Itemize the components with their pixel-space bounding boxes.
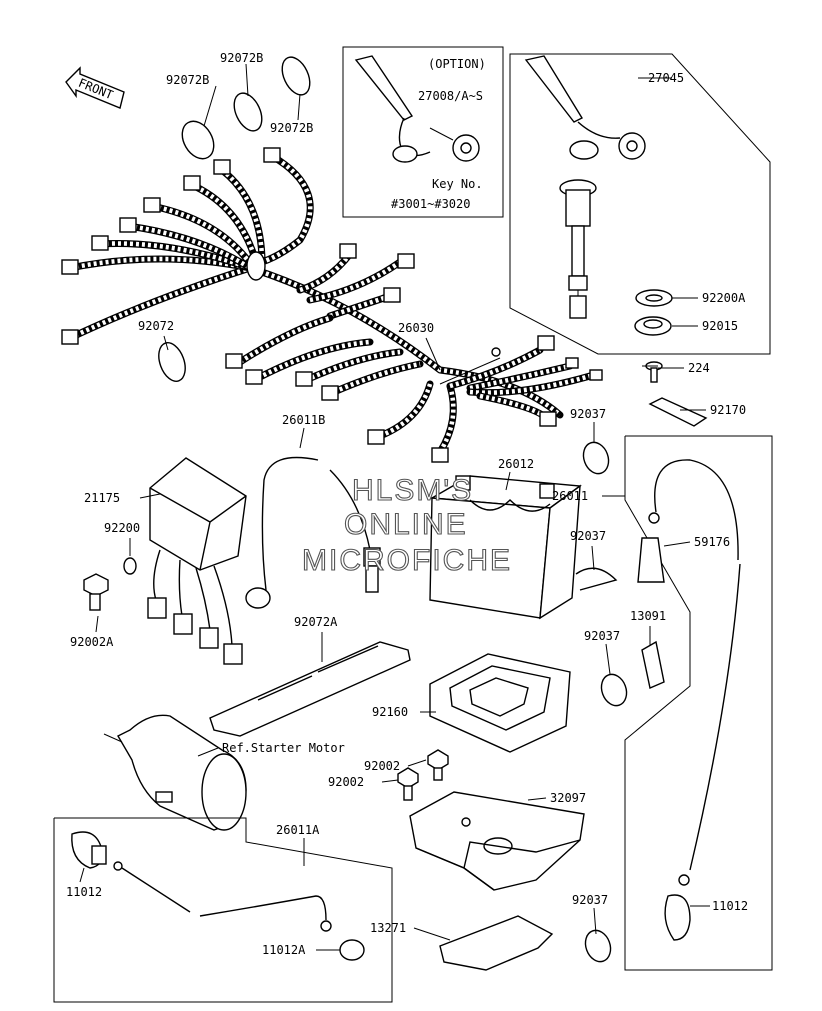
terminal-cover-59176-icon: [637, 537, 665, 583]
label-92002-1: 92002: [364, 759, 400, 773]
front-arrow-icon: FRONT: [65, 66, 125, 109]
label-26011A: 26011A: [276, 823, 320, 837]
label-92002A: 92002A: [70, 635, 114, 649]
band-92037-icon-c: [600, 673, 628, 707]
label-27045: 27045: [648, 71, 684, 85]
battery-cable-icon: [648, 459, 741, 886]
band-92037-icon-d: [584, 929, 612, 963]
battery-tray-icon: [429, 653, 571, 753]
label-92200: 92200: [104, 521, 140, 535]
bolt-92002-icon-b: [397, 767, 419, 801]
label-26011: 26011: [552, 489, 588, 503]
watermark-line-2: ONLINE: [344, 508, 468, 541]
watermark-line-1: HLSM'S: [352, 474, 473, 507]
collar-icon: [123, 557, 137, 575]
label-59176: 59176: [694, 535, 730, 549]
band-92037-icon-b: [575, 567, 618, 591]
label-92002-2: 92002: [328, 775, 364, 789]
label-11012-2: 11012: [712, 899, 748, 913]
label-92072: 92072: [138, 319, 174, 333]
ignition-switch-icon: [559, 179, 597, 319]
label-92200A: 92200A: [702, 291, 746, 305]
part-labels: 92072B 92072B 92072B 27045 92072 26030 9…: [66, 51, 748, 957]
nut-icon: [634, 316, 672, 336]
bracket-92170-icon: [648, 397, 708, 427]
cdi-unit-icon: [147, 457, 247, 665]
label-92170: 92170: [710, 403, 746, 417]
plate-13271-icon: [439, 915, 554, 971]
main-harness: [61, 147, 603, 463]
ignition-group-box: [509, 53, 771, 355]
screw-224-icon: [645, 361, 663, 383]
key-icon: [354, 55, 480, 163]
band-92072-icon: [158, 342, 186, 382]
label-92072B-1: 92072B: [220, 51, 263, 65]
label-26012: 26012: [498, 457, 534, 471]
bolt-92002-icon-a: [427, 749, 449, 781]
washer-icon: [635, 289, 673, 307]
cover-32097-icon: [409, 791, 585, 891]
label-92037-1: 92037: [570, 407, 606, 421]
option-box: (OPTION) 27008/A~S Key No. #3001~#3020: [342, 46, 504, 218]
option-part-number: 27008/A~S: [418, 89, 483, 103]
label-21175: 21175: [84, 491, 120, 505]
watermark: HLSM'S ONLINE MICROFICHE: [301, 473, 512, 577]
watermark-line-3: MICROFICHE: [302, 544, 512, 577]
cap-11012-icon-b: [664, 894, 691, 941]
label-26011B: 26011B: [282, 413, 325, 427]
label-26030: 26030: [398, 321, 434, 335]
bolt-92002A-icon: [83, 573, 109, 611]
label-224: 224: [688, 361, 710, 375]
starter-cable-icon: [71, 831, 365, 961]
starter-motor-icon: [103, 714, 247, 831]
band-92037-icon-a: [582, 441, 610, 475]
label-92072B-2: 92072B: [166, 73, 209, 87]
ignition-key-icon: [524, 55, 646, 160]
label-92037-3: 92037: [584, 629, 620, 643]
label-92037-2: 92037: [570, 529, 606, 543]
starter-cable-box: [53, 817, 393, 1003]
label-32097: 32097: [550, 791, 586, 805]
label-11012-1: 11012: [66, 885, 102, 899]
key-number-range: #3001~#3020: [391, 197, 470, 211]
label-13091: 13091: [630, 609, 666, 623]
label-13271: 13271: [370, 921, 406, 935]
strap-92072A-icon: [209, 641, 411, 737]
label-ref-starter-motor: Ref.Starter Motor: [222, 741, 345, 755]
label-92072A: 92072A: [294, 615, 338, 629]
label-92160: 92160: [372, 705, 408, 719]
label-92072B-3: 92072B: [270, 121, 313, 135]
battery-icon: [429, 475, 582, 620]
label-11012A: 11012A: [262, 943, 306, 957]
label-92037-4: 92037: [572, 893, 608, 907]
cable-group-box: [624, 435, 773, 971]
label-92015: 92015: [702, 319, 738, 333]
clamp-13091-icon: [641, 640, 665, 689]
leader-lines: [79, 63, 710, 951]
key-number-label: Key No.: [432, 177, 483, 191]
cable-26011B-icon: [245, 456, 381, 609]
option-title: (OPTION): [428, 57, 486, 71]
band-92072B-icons: [181, 56, 311, 160]
